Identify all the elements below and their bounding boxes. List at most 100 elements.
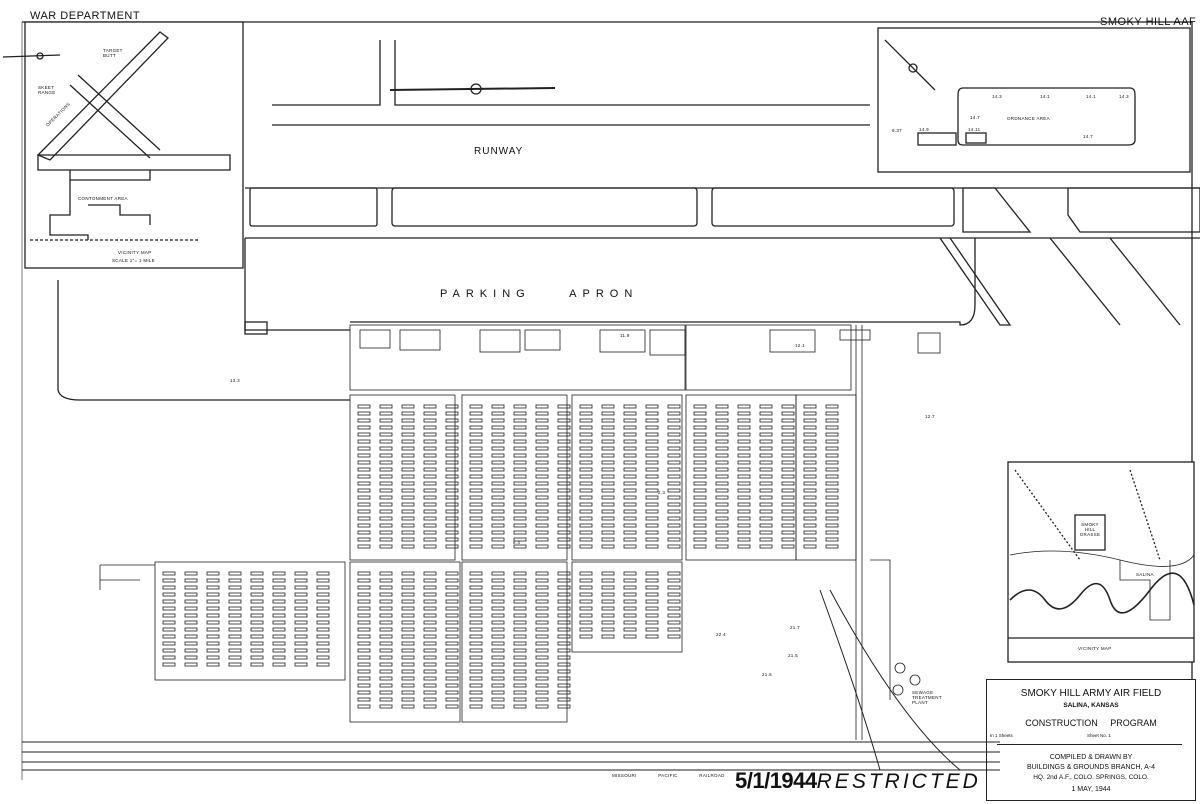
barracks [513, 474, 527, 479]
barracks [781, 439, 795, 444]
barracks [601, 488, 615, 493]
barracks [557, 523, 571, 528]
barracks [759, 467, 773, 472]
barracks [401, 425, 415, 430]
inset-label: CONTONMENT AREA [78, 196, 128, 201]
barracks [557, 439, 571, 444]
barracks [535, 648, 549, 653]
barracks [445, 585, 459, 590]
barracks [379, 634, 393, 639]
barracks [645, 516, 659, 521]
barracks [557, 481, 571, 486]
barracks [423, 544, 437, 549]
barracks [781, 530, 795, 535]
barracks [535, 606, 549, 611]
barracks [401, 488, 415, 493]
barracks [184, 578, 198, 583]
barracks [445, 502, 459, 507]
barracks [469, 592, 483, 597]
barracks [623, 502, 637, 507]
barracks [250, 620, 264, 625]
barracks [579, 502, 593, 507]
barracks [759, 418, 773, 423]
barracks [623, 467, 637, 472]
barracks [513, 585, 527, 590]
barracks [401, 634, 415, 639]
barracks [513, 453, 527, 458]
barracks [693, 481, 707, 486]
barracks [513, 578, 527, 583]
barracks [579, 544, 593, 549]
barracks [667, 585, 681, 590]
barracks [379, 690, 393, 695]
building-label: 12.7 [925, 414, 935, 419]
barracks [667, 404, 681, 409]
hangar [769, 329, 816, 353]
barracks [357, 516, 371, 521]
barracks [469, 467, 483, 472]
barracks [715, 537, 729, 542]
barracks [491, 599, 505, 604]
barracks [693, 530, 707, 535]
barracks [737, 502, 751, 507]
barracks [379, 453, 393, 458]
barracks [379, 578, 393, 583]
barracks [557, 662, 571, 667]
barracks [379, 606, 393, 611]
barracks [601, 432, 615, 437]
barracks [379, 641, 393, 646]
barracks [228, 606, 242, 611]
vicinity-title: VICINITY MAP [1078, 646, 1112, 651]
barracks [357, 530, 371, 535]
hq: HQ. 2nd A.F., COLO. SPRINGS, COLO. [1033, 774, 1149, 781]
inset-ordnance [877, 27, 1191, 173]
barracks [228, 641, 242, 646]
barracks [513, 502, 527, 507]
barracks [379, 425, 393, 430]
barracks [513, 592, 527, 597]
barracks [535, 523, 549, 528]
barracks [423, 606, 437, 611]
block [685, 394, 797, 561]
barracks [316, 627, 330, 632]
barracks [491, 439, 505, 444]
branch: BUILDINGS & GROUNDS BRANCH, A-4 [1027, 764, 1155, 771]
building-label: 12.1 [795, 343, 805, 348]
barracks [491, 481, 505, 486]
barracks [667, 418, 681, 423]
barracks [513, 627, 527, 632]
barracks [579, 488, 593, 493]
barracks [469, 418, 483, 423]
barracks [667, 432, 681, 437]
barracks [294, 620, 308, 625]
barracks [535, 669, 549, 674]
barracks [469, 676, 483, 681]
barracks [535, 592, 549, 597]
barracks [357, 648, 371, 653]
barracks [469, 502, 483, 507]
barracks [601, 509, 615, 514]
barracks [162, 627, 176, 632]
barracks [557, 432, 571, 437]
barracks [491, 690, 505, 695]
barracks [357, 578, 371, 583]
barracks [445, 606, 459, 611]
barracks [228, 592, 242, 597]
barracks [445, 613, 459, 618]
barracks [250, 571, 264, 576]
barracks [759, 488, 773, 493]
barracks [557, 418, 571, 423]
barracks [162, 648, 176, 653]
barracks [294, 592, 308, 597]
barracks [469, 544, 483, 549]
barracks [162, 592, 176, 597]
building-label: 8.4 [513, 540, 521, 545]
barracks [803, 509, 817, 514]
title-block: SMOKY HILL ARMY AIR FIELD SALINA, KANSAS… [986, 679, 1196, 801]
barracks [272, 655, 286, 660]
barracks [379, 627, 393, 632]
barracks [667, 627, 681, 632]
barracks [379, 655, 393, 660]
barracks [491, 620, 505, 625]
barracks [423, 488, 437, 493]
